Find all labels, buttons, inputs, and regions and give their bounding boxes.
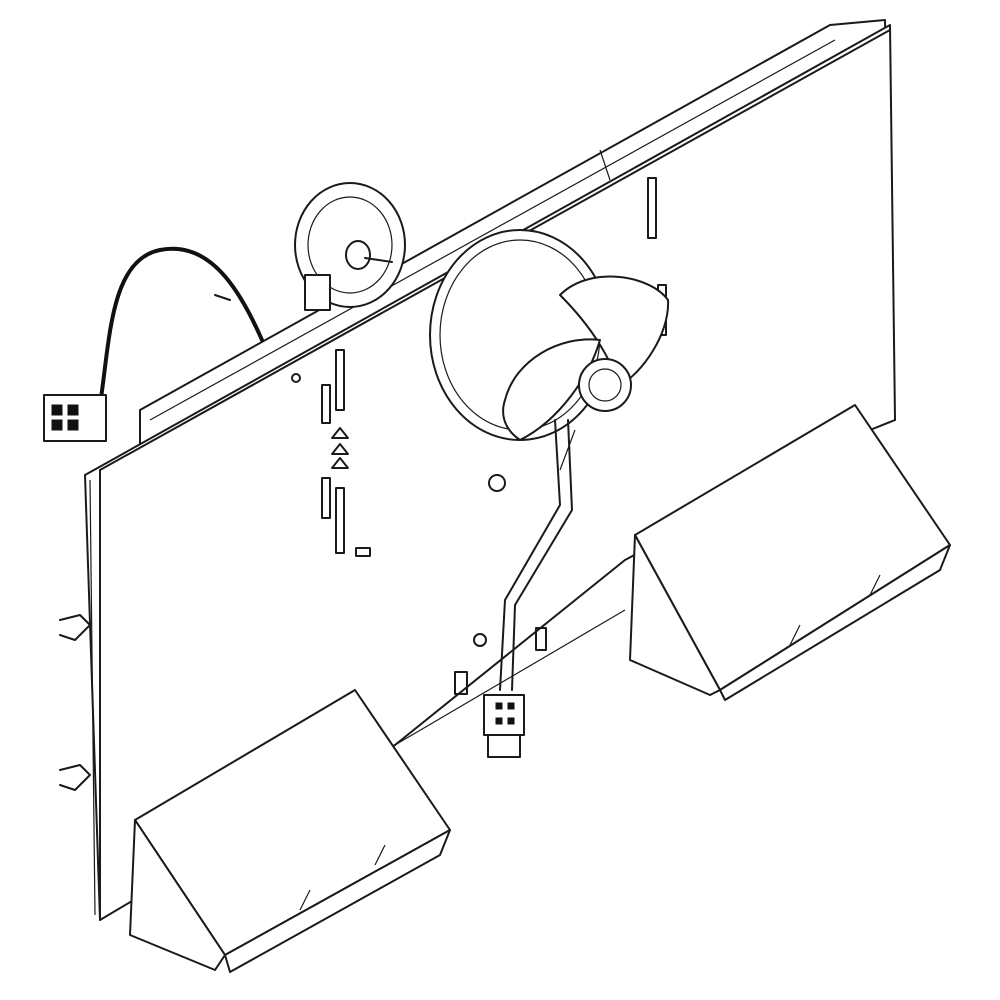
triangle-mark-icon	[331, 457, 349, 469]
panel-slot	[321, 477, 331, 519]
power-cord	[98, 246, 264, 407]
left-air-duct	[129, 689, 451, 973]
triangle-mark-icon	[331, 443, 349, 455]
panel-slot	[321, 384, 331, 424]
harness-connector	[483, 694, 525, 758]
right-air-duct	[629, 404, 951, 701]
screw-icon	[488, 474, 506, 492]
panel-slot	[355, 547, 371, 557]
screw-icon	[473, 633, 487, 647]
screw-hole-icon	[291, 373, 301, 383]
panel-tab	[535, 627, 547, 651]
mounting-clip	[59, 614, 91, 791]
fan-blade	[502, 275, 670, 441]
fan-motor	[294, 182, 406, 311]
panel-slot	[335, 487, 345, 554]
panel-slot	[647, 177, 657, 239]
panel-slot	[335, 349, 345, 411]
panel-tab	[454, 671, 468, 695]
power-plug	[43, 394, 107, 442]
wire-harness	[499, 419, 576, 691]
triangle-mark-icon	[331, 427, 349, 439]
evaporator-cover-panel	[84, 24, 896, 921]
